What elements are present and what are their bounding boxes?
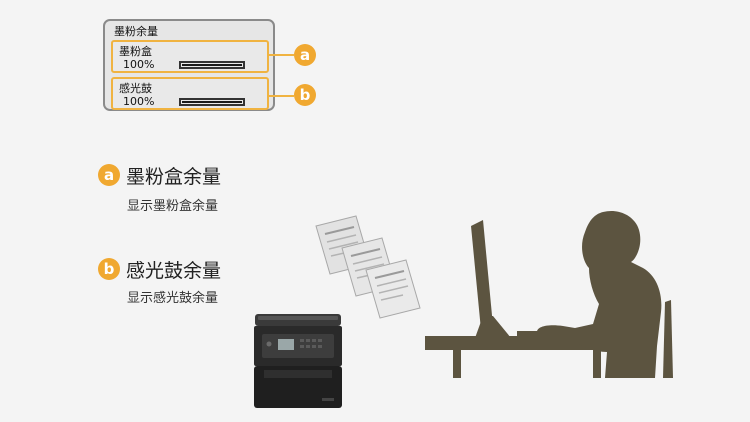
person-silhouette <box>537 210 662 378</box>
drum-gauge <box>179 98 245 106</box>
description-badge-b: b <box>98 258 120 280</box>
badge-b: b <box>294 84 316 106</box>
desk-leg-left <box>453 350 461 378</box>
description-b-title: 感光鼓余量 <box>126 260 222 282</box>
chair-back <box>663 300 673 378</box>
monitor <box>471 220 493 330</box>
documents-illustration <box>315 215 421 319</box>
lcd-item-toner-cartridge[interactable]: 墨粉盒 100% <box>111 40 269 73</box>
monitor-stand <box>475 316 511 338</box>
lcd-title: 墨粉余量 <box>114 25 158 38</box>
description-a-title: 墨粉盒余量 <box>126 166 222 188</box>
printer-icon <box>254 314 342 408</box>
lcd-panel: 墨粉余量 墨粉盒 100% 感光鼓 100% <box>103 19 275 111</box>
desk-leg-right <box>593 350 601 378</box>
lcd-item-drum[interactable]: 感光鼓 100% <box>111 77 269 110</box>
drum-gauge-fill <box>182 101 242 103</box>
connector-line-b <box>268 95 294 97</box>
drum-percent: 100% <box>123 95 155 108</box>
toner-cartridge-label: 墨粉盒 <box>119 45 152 58</box>
toner-cartridge-gauge <box>179 61 245 69</box>
person-at-computer-icon <box>425 210 673 378</box>
drum-label: 感光鼓 <box>119 82 152 95</box>
connector-line-a <box>268 54 294 56</box>
description-badge-a: a <box>98 164 120 186</box>
toner-cartridge-gauge-fill <box>182 64 242 66</box>
document-sheet-3 <box>365 259 421 319</box>
toner-cartridge-percent: 100% <box>123 58 155 71</box>
description-b-subtitle: 显示感光鼓余量 <box>127 291 219 306</box>
badge-a: a <box>294 44 316 66</box>
description-a-subtitle: 显示墨粉盒余量 <box>127 199 219 214</box>
